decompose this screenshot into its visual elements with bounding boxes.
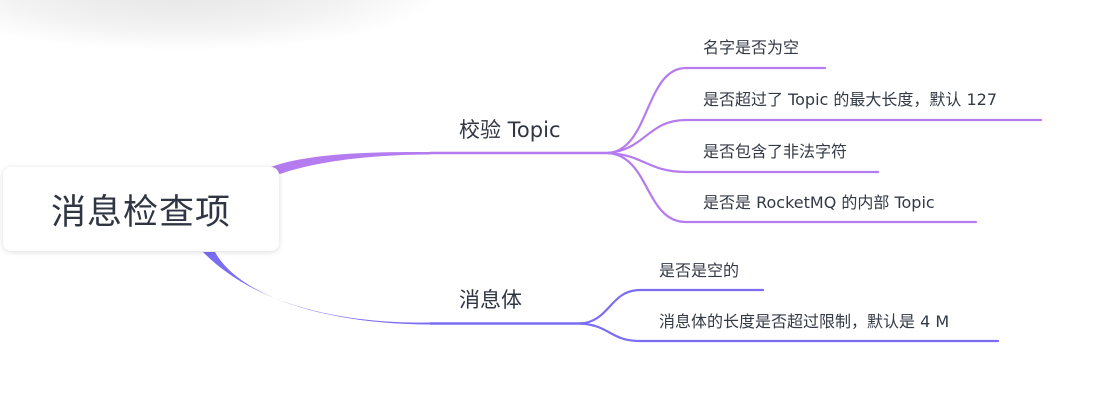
leaf-topic-illegal-chars[interactable]: 是否包含了非法字符 (703, 142, 848, 161)
edge-topic-leaf-4 (606, 151, 978, 224)
branch-body-label[interactable]: 消息体 (459, 288, 522, 312)
branch-topic-label[interactable]: 校验 Topic (459, 118, 561, 142)
leaf-topic-max-length[interactable]: 是否超过了 Topic 的最大长度，默认 127 (703, 90, 998, 109)
edge-topic-leaf-2 (606, 118, 1043, 155)
edge-body-leaf-2 (578, 322, 1000, 343)
root-node[interactable]: 消息检查项 (3, 167, 279, 251)
leaf-topic-internal[interactable]: 是否是 RocketMQ 的内部 Topic (703, 193, 935, 212)
edge-root-body (203, 252, 430, 325)
leaf-body-empty[interactable]: 是否是空的 (659, 261, 740, 280)
edge-topic-leaf-1 (606, 66, 827, 155)
edge-root-topic (268, 152, 430, 174)
edge-body-leaf-1 (578, 288, 765, 325)
leaf-body-size-limit[interactable]: 消息体的长度是否超过限制，默认是 4 M (659, 312, 950, 331)
leaf-topic-name-empty[interactable]: 名字是否为空 (703, 38, 800, 57)
edge-topic-leaf-3 (606, 151, 880, 174)
